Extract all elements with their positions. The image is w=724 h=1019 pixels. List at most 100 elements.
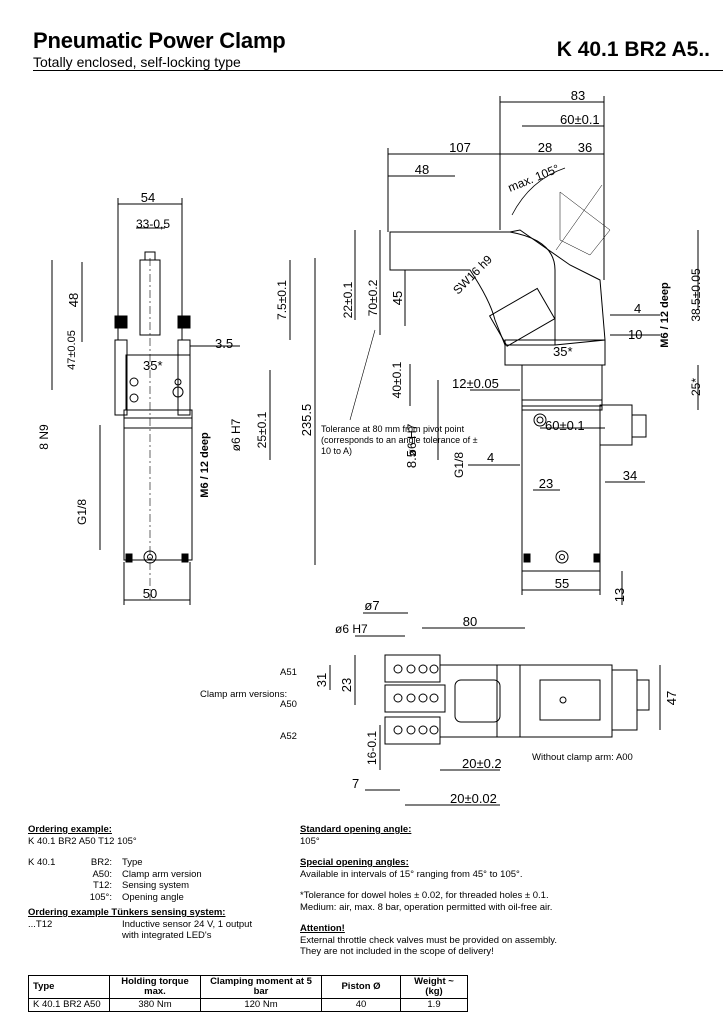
table-cell: 380 Nm xyxy=(109,998,201,1012)
dim-12: 12±0.05 xyxy=(452,376,499,391)
dim-4-low: 4 xyxy=(487,450,494,465)
dim-16: 16-0.1 xyxy=(365,731,379,765)
table-header: Holding torque max. xyxy=(109,975,201,999)
dim-28: 28 xyxy=(538,140,552,155)
tolerance-line-2: Medium: air, max. 8 bar, operation permi… xyxy=(300,901,553,913)
ordering-breakdown: K 40.1 BR2: Type A50: Clamp arm version … xyxy=(28,857,288,903)
table-cell: 1.9 xyxy=(400,998,468,1012)
table-header-row: Type Holding torque max. Clamping moment… xyxy=(28,975,468,999)
dim-23-bottom: 23 xyxy=(339,678,354,692)
dim-m6-left: M6 / 12 deep xyxy=(199,432,211,498)
attention-line-1: External throttle check valves must be p… xyxy=(300,934,557,946)
dim-35-right: 35* xyxy=(553,344,573,359)
product-code: K 40.1 BR2 A5.. xyxy=(556,38,710,61)
table-header: Weight ~ (kg) xyxy=(400,975,468,999)
version-a52: A52 xyxy=(280,731,297,742)
dim-max-105: max. 105° xyxy=(506,161,562,194)
dim-10: 10 xyxy=(628,327,642,342)
dim-8n9: 8 N9 xyxy=(37,424,51,450)
dim-38-5: 38.5±0.05 xyxy=(689,268,703,322)
dim-235-5: 235.5 xyxy=(299,404,314,437)
ordering-part: BR2: xyxy=(90,857,112,868)
dim-22: 22±0.1 xyxy=(341,281,355,318)
dim-8-5: 8.5 xyxy=(404,450,419,468)
without-arm-note: Without clamp arm: A00 xyxy=(532,752,633,763)
table-cell: 120 Nm xyxy=(200,998,322,1012)
tolerance-note: Tolerance at 80 mm from pivot point (cor… xyxy=(321,424,478,456)
ordering-section: Ordering example: K 40.1 BR2 A50 T12 105… xyxy=(28,824,288,942)
ordering-desc: Sensing system xyxy=(122,880,190,891)
right-view-outline xyxy=(389,184,647,572)
ordering-code xyxy=(28,880,70,892)
table-header: Piston Ø xyxy=(321,975,401,999)
dim-ø6-left: ø6 H7 xyxy=(229,418,243,451)
dim-ø7: ø7 xyxy=(364,598,379,613)
dim-45: 45 xyxy=(390,291,405,305)
table-cell: 40 xyxy=(321,998,401,1012)
standard-heading: Standard opening angle: xyxy=(300,824,412,835)
dim-48-right: 48 xyxy=(415,162,429,177)
dim-33: 33-0,5 xyxy=(136,217,170,231)
sensing-desc: with integrated LED's xyxy=(122,930,212,941)
dim-25-star: 25* xyxy=(689,378,703,396)
dim-55: 55 xyxy=(555,576,569,591)
dim-sw16: SW16 h9 xyxy=(450,252,495,297)
version-a51: A51 xyxy=(280,667,297,678)
clamp-arm-label: Clamp arm versions: xyxy=(200,689,287,700)
header-rule xyxy=(33,70,723,71)
dim-ø6-right: ø6 H7 xyxy=(405,423,419,456)
ordering-desc: Clamp arm version xyxy=(122,868,202,880)
dim-23-right: 23 xyxy=(539,476,553,491)
attention-line-2: They are not included in the scope of de… xyxy=(300,946,494,957)
sensing-row: ...T12 Inductive sensor 24 V, 1 output w… xyxy=(28,919,288,942)
special-value: Available in intervals of 15° ranging fr… xyxy=(300,868,523,880)
dim-31: 31 xyxy=(314,673,329,687)
notes-section: Standard opening angle: 105° Special ope… xyxy=(300,824,720,958)
ordering-desc: Opening angle xyxy=(122,891,184,903)
dim-70: 70±0.2 xyxy=(366,279,380,316)
ordering-code xyxy=(28,892,70,904)
sensing-heading: Ordering example Tünkers sensing system: xyxy=(28,907,226,918)
technical-drawing: 54 33-0,5 48 47±0.05 7.5±0.1 3.5 35* 235… xyxy=(37,88,703,806)
dim-m6-right: M6 / 12 deep xyxy=(659,282,671,348)
dim-g18-right: G1/8 xyxy=(452,452,466,478)
attention-heading: Attention! xyxy=(300,923,345,934)
ordering-code: K 40.1 xyxy=(28,857,56,868)
dim-83: 83 xyxy=(571,88,585,103)
dim-48: 48 xyxy=(66,293,81,307)
version-a50: A50 xyxy=(280,699,297,710)
table-header: Type xyxy=(28,975,110,999)
left-view-outline xyxy=(114,251,193,600)
dim-20-a: 20±0.2 xyxy=(462,756,502,771)
tolerance-line-1: *Tolerance for dowel holes ± 0.02, for t… xyxy=(300,890,549,901)
standard-value: 105° xyxy=(300,835,320,847)
sensing-code: ...T12 xyxy=(28,918,53,930)
ordering-code xyxy=(28,869,70,881)
ordering-part: 105°: xyxy=(89,891,112,903)
ordering-part: A50: xyxy=(92,868,112,880)
dim-13: 13 xyxy=(612,588,627,602)
dim-40: 40±0.1 xyxy=(390,361,404,398)
page-subtitle: Totally enclosed, self-locking type xyxy=(33,54,241,70)
sensing-desc: Inductive sensor 24 V, 1 output xyxy=(122,918,253,930)
page-title: Pneumatic Power Clamp xyxy=(33,28,286,53)
ordering-desc: Type xyxy=(122,857,143,868)
ordering-part: T12: xyxy=(92,880,112,891)
dim-60-top: 60±0.1 xyxy=(560,112,600,127)
dim-20-b: 20±0.02 xyxy=(450,791,497,806)
dim-47: 47±0.05 xyxy=(66,330,78,370)
dim-54: 54 xyxy=(141,190,155,205)
dim-34: 34 xyxy=(623,468,637,483)
table-header: Clamping moment at 5 bar xyxy=(200,975,322,999)
dim-7: 7 xyxy=(352,776,359,791)
dim-35-left: 35* xyxy=(143,358,163,373)
ordering-example: K 40.1 BR2 A50 T12 105° xyxy=(28,835,137,847)
dim-4-right: 4 xyxy=(634,301,641,316)
dim-36: 36 xyxy=(578,140,592,155)
dim-50: 50 xyxy=(143,586,157,601)
special-heading: Special opening angles: xyxy=(300,857,409,868)
dim-3-5: 3.5 xyxy=(215,336,233,351)
spec-table: Type Holding torque max. Clamping moment… xyxy=(28,975,468,1012)
dim-80: 80 xyxy=(463,614,477,629)
bottom-view-outline xyxy=(384,654,650,745)
